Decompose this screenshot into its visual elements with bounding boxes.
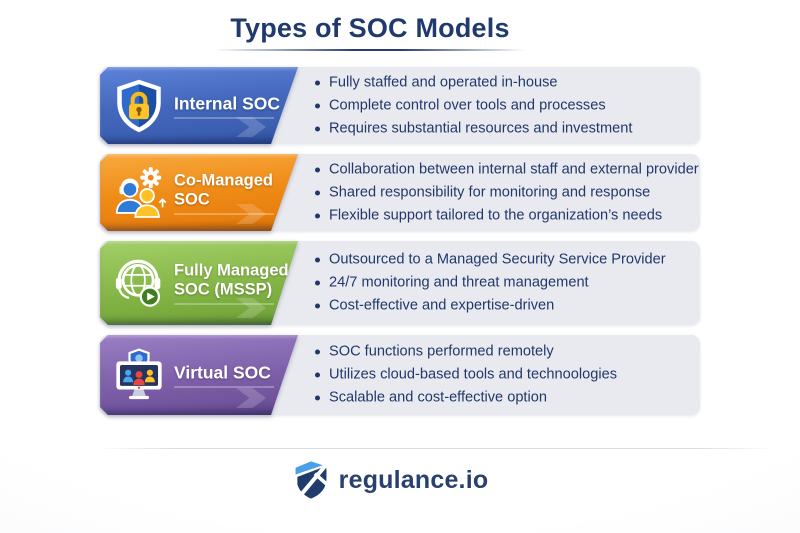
bullet-item: Shared responsibility for monitoring and… <box>312 181 699 204</box>
bullet-item: Requires substantial resources and inves… <box>312 117 632 140</box>
banner-label-line: Fully Managed <box>174 261 289 280</box>
banner-label: Fully Managed SOC (MSSP) <box>174 262 289 305</box>
chevron-shine <box>236 117 266 137</box>
banner-label: Internal SOC <box>174 93 280 118</box>
comanaged-soc-bullets: Collaboration between internal staff and… <box>312 158 699 227</box>
banner-label: Co-Managed SOC <box>174 171 274 214</box>
soc-model-row-comanaged: Collaboration between internal staff and… <box>100 154 700 231</box>
brand-name: regulance.io <box>338 465 489 494</box>
banner-label-line: SOC <box>174 190 210 208</box>
internal-soc-banner: Internal SOC <box>100 67 298 144</box>
banner-label-line: Virtual SOC <box>174 362 271 383</box>
internal-soc-bullets: Fully staffed and operated in-house Comp… <box>312 71 632 140</box>
bullet-item: 24/7 monitoring and threat management <box>312 272 666 295</box>
chevron-shine <box>236 388 266 408</box>
label-underline <box>174 303 274 305</box>
chevron-shine <box>236 298 266 318</box>
page-title: Types of SOC Models <box>230 13 510 43</box>
bullet-item: Cost-effective and expertise-driven <box>312 295 666 318</box>
label-underline <box>174 386 274 388</box>
comanaged-soc-banner: Co-Managed SOC <box>100 154 298 231</box>
virtual-soc-banner: Virtual SOC <box>100 335 298 415</box>
banner-label-line: Internal SOC <box>174 93 280 113</box>
bullet-item: Fully staffed and operated in-house <box>312 71 632 94</box>
label-underline <box>174 213 274 214</box>
soc-model-row-mssp: Outsourced to a Managed Security Service… <box>100 241 700 325</box>
team-gear-icon <box>115 166 167 218</box>
bullet-item: Scalable and cost-effective option <box>312 387 617 410</box>
virtual-soc-bullets: SOC functions performed remotely Utilize… <box>312 341 617 410</box>
virtual-monitor-icon <box>116 348 162 400</box>
bullet-item: Collaboration between internal staff and… <box>312 158 699 181</box>
chevron-shine <box>236 204 266 224</box>
banner-label: Virtual SOC <box>174 363 274 388</box>
mssp-soc-bullets: Outsourced to a Managed Security Service… <box>312 249 666 318</box>
soc-model-row-internal: Fully staffed and operated in-house Comp… <box>100 67 700 144</box>
footer-divider <box>96 448 776 449</box>
title-divider <box>215 49 525 51</box>
bullet-item: SOC functions performed remotely <box>312 341 617 364</box>
shield-lock-icon <box>117 79 161 132</box>
label-underline <box>174 117 274 118</box>
globe-headset-icon <box>115 259 161 307</box>
brand-logo: regulance.io <box>0 460 790 500</box>
regulance-shield-icon <box>295 461 328 499</box>
soc-model-rows: Fully staffed and operated in-house Comp… <box>100 67 700 415</box>
bullet-item: Utilizes cloud-based tools and technoolo… <box>312 364 617 387</box>
banner-label-line: SOC (MSSP) <box>174 280 273 299</box>
banner-label-line: Co-Managed <box>174 171 273 189</box>
bullet-item: Outsourced to a Managed Security Service… <box>312 249 666 272</box>
soc-model-row-virtual: SOC functions performed remotely Utilize… <box>100 335 700 415</box>
bullet-item: Complete control over tools and processe… <box>312 94 632 117</box>
mssp-soc-banner-bg <box>100 241 298 325</box>
mssp-soc-banner: Fully Managed SOC (MSSP) <box>100 241 298 325</box>
bullet-item: Flexible support tailored to the organiz… <box>312 204 699 227</box>
